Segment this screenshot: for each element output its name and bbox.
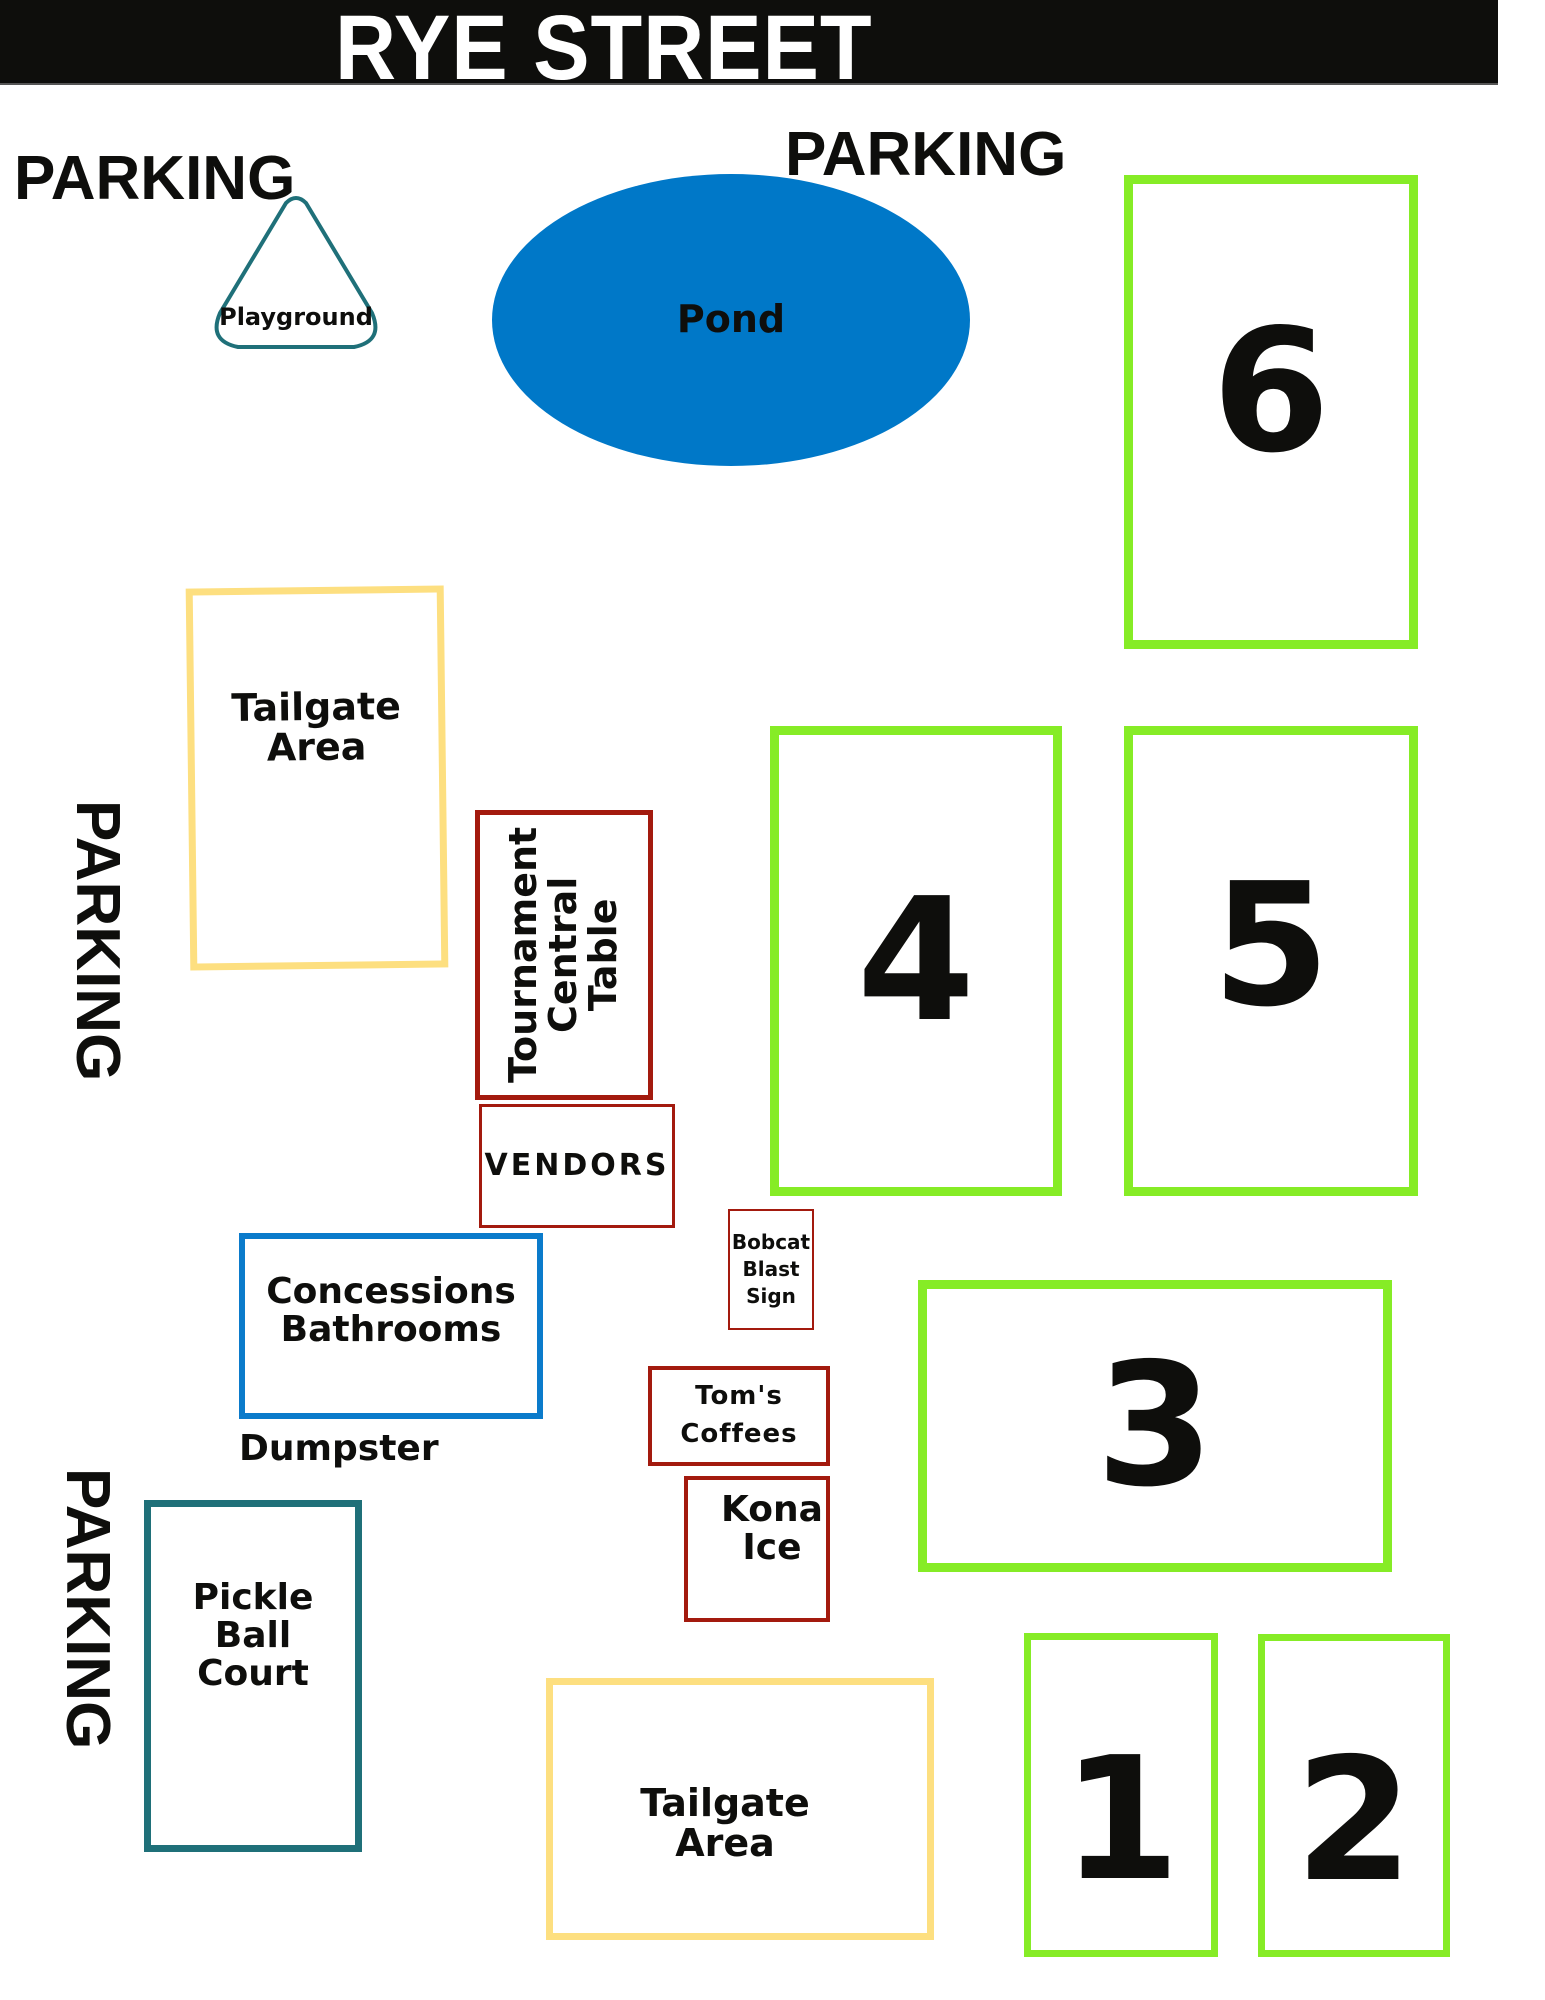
rye-street-banner: RYE STREET — [0, 0, 1498, 99]
street-name: RYE STREET — [335, 0, 873, 99]
parking-label-top-center: PARKING — [785, 120, 1067, 189]
vendors-area[interactable]: VENDORS — [479, 1104, 675, 1228]
playground-area[interactable]: Playground — [208, 195, 384, 355]
tailgate-label: Tailgate Area — [640, 1781, 810, 1865]
kona-ice-label: Kona Ice — [721, 1489, 823, 1568]
field-2[interactable]: 2 — [1258, 1634, 1450, 1957]
tournament-central-table[interactable]: Tournament Central Table — [475, 810, 653, 1100]
concessions-bathrooms[interactable]: Concessions Bathrooms — [239, 1233, 543, 1419]
kona-ice[interactable]: Kona Ice — [684, 1476, 830, 1622]
vendors-label: VENDORS — [484, 1148, 670, 1184]
parking-label-left-bottom: PARKING — [53, 1468, 122, 1750]
pond-area[interactable]: Pond — [492, 174, 970, 466]
field-4[interactable]: 4 — [770, 726, 1062, 1196]
tailgate-area-upper[interactable]: Tailgate Area — [185, 585, 449, 971]
tournament-table-label: Tournament Central Table — [501, 826, 625, 1084]
concessions-label: Concessions Bathrooms — [266, 1271, 516, 1350]
pickleball-court[interactable]: Pickle Ball Court — [144, 1500, 362, 1852]
toms-coffees[interactable]: Tom's Coffees — [648, 1366, 830, 1466]
toms-coffees-label: Tom's Coffees — [680, 1381, 798, 1449]
field-3[interactable]: 3 — [918, 1280, 1392, 1572]
field-number: 4 — [856, 862, 976, 1060]
parking-label-top-left: PARKING — [14, 144, 296, 213]
dumpster-label: Dumpster — [239, 1428, 439, 1469]
field-number: 1 — [1061, 1721, 1181, 1919]
pond-label: Pond — [676, 297, 786, 342]
playground-triangle-icon — [214, 196, 378, 349]
parking-label-left-middle: PARKING — [63, 800, 132, 1082]
tailgate-label: Tailgate Area — [231, 684, 402, 770]
bobcat-sign-label: Bobcat Blast Sign — [731, 1230, 811, 1308]
bobcat-blast-sign[interactable]: Bobcat Blast Sign — [728, 1209, 814, 1330]
field-number: 2 — [1294, 1721, 1414, 1920]
field-number: 6 — [1211, 293, 1331, 491]
playground-label: Playground — [219, 303, 373, 331]
pickleball-label: Pickle Ball Court — [192, 1577, 314, 1694]
field-number: 5 — [1211, 847, 1331, 1045]
field-6[interactable]: 6 — [1124, 175, 1418, 649]
field-number: 3 — [1095, 1327, 1215, 1525]
tailgate-area-lower[interactable]: Tailgate Area — [546, 1678, 934, 1940]
field-5[interactable]: 5 — [1124, 726, 1418, 1196]
field-1[interactable]: 1 — [1024, 1633, 1218, 1957]
